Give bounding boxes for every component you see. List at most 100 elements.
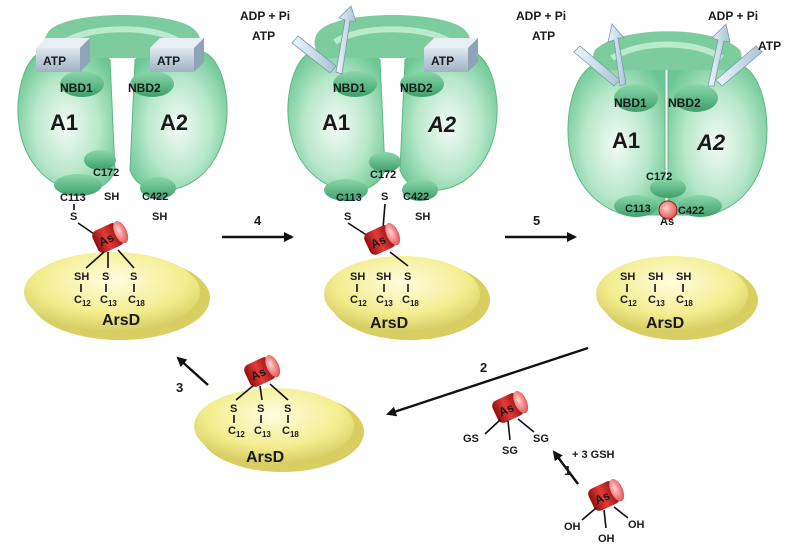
atp-box-right: ATP <box>150 38 204 72</box>
svg-text:C172: C172 <box>370 169 396 181</box>
svg-text:5: 5 <box>533 213 540 228</box>
step-5-arrow: 5 <box>505 213 577 242</box>
svg-text:As: As <box>592 488 612 507</box>
svg-text:ArsD: ArsD <box>370 315 408 332</box>
svg-text:1: 1 <box>564 463 571 478</box>
arsenic-atom: As <box>364 222 401 255</box>
svg-text:As: As <box>496 400 516 419</box>
svg-text:C13: C13 <box>254 425 271 439</box>
svg-text:SG: SG <box>502 445 518 457</box>
svg-text:As: As <box>368 232 388 251</box>
atp-hydrolysis-arrows-nbd1 <box>291 5 357 75</box>
svg-text:C18: C18 <box>282 425 299 439</box>
svg-text:ArsD: ArsD <box>646 315 684 332</box>
panel-2-atp-hydrolysis-nbd1: ArsD ADP + Pi ATP ATP NBD1 NBD2 A1 <box>240 5 498 340</box>
panel-1-arsa-bound: ArsD ATP ATP NBD1 NBD2 A1 <box>17 15 228 340</box>
atp-hydrolysis-arrows-nbd1 <box>573 23 627 87</box>
svg-text:ArsD: ArsD <box>246 449 284 466</box>
svg-text:S: S <box>404 271 411 283</box>
svg-text:SH: SH <box>74 271 89 283</box>
svg-text:C18: C18 <box>676 294 693 308</box>
svg-text:SH: SH <box>376 271 391 283</box>
arsenic-atom: As <box>244 354 281 387</box>
a2-label: A2 <box>160 110 188 135</box>
adp-pi-label: ADP + Pi <box>240 9 290 23</box>
svg-text:As: As <box>96 230 116 249</box>
svg-text:ADP + Pi: ADP + Pi <box>708 9 758 23</box>
step-4-arrow: 4 <box>222 213 294 242</box>
svg-text:OH: OH <box>598 533 615 545</box>
svg-text:A2: A2 <box>427 112 457 137</box>
svg-text:S: S <box>102 271 109 283</box>
svg-text:C113: C113 <box>625 203 651 215</box>
svg-text:SH: SH <box>676 271 691 283</box>
svg-text:SH: SH <box>648 271 663 283</box>
svg-text:C172: C172 <box>646 171 672 183</box>
a1-label: A1 <box>50 110 78 135</box>
svg-text:3: 3 <box>176 380 183 395</box>
svg-text:C422: C422 <box>403 191 429 203</box>
arsenic-glutathione-complex: As GS SG SG <box>463 390 549 457</box>
arsd-protein: ArsD <box>324 256 490 340</box>
svg-text:S: S <box>381 191 388 203</box>
atp-in-label: ATP <box>252 29 275 43</box>
svg-text:OH: OH <box>564 521 581 533</box>
svg-text:C18: C18 <box>128 294 145 308</box>
arsa-protein <box>567 31 768 217</box>
svg-text:As: As <box>660 216 674 228</box>
svg-text:ATP: ATP <box>43 54 66 68</box>
svg-text:ADP + Pi: ADP + Pi <box>516 9 566 23</box>
svg-text:2: 2 <box>480 360 487 375</box>
svg-text:C18: C18 <box>402 294 419 308</box>
svg-text:NBD1: NBD1 <box>614 96 647 110</box>
svg-text:C12: C12 <box>228 425 245 439</box>
svg-text:S: S <box>257 403 264 415</box>
svg-text:4: 4 <box>254 213 262 228</box>
svg-text:NBD1: NBD1 <box>333 81 366 95</box>
atp-box-left: ATP <box>36 38 90 72</box>
panel-4-arsd-arsenic: ArsD As S S S C12 C13 C18 <box>194 354 364 472</box>
nbd1-label: NBD1 <box>60 81 93 95</box>
svg-text:C12: C12 <box>74 294 91 308</box>
svg-text:A2: A2 <box>696 130 726 155</box>
gsh-addition-label: + 3 GSH <box>572 449 615 461</box>
svg-text:OH: OH <box>628 519 645 531</box>
svg-text:SH: SH <box>104 191 119 203</box>
svg-text:C422: C422 <box>142 191 168 203</box>
step-3-arrow: 3 <box>176 356 209 395</box>
svg-text:C12: C12 <box>350 294 367 308</box>
svg-text:GS: GS <box>463 433 479 445</box>
svg-text:SH: SH <box>620 271 635 283</box>
svg-text:S: S <box>130 271 137 283</box>
arsenite-hydroxide: As OH OH OH <box>564 478 645 545</box>
nbd2-label: NBD2 <box>128 81 161 95</box>
arsenic-atom: As <box>492 390 529 423</box>
svg-text:ATP: ATP <box>758 39 781 53</box>
svg-text:S: S <box>284 403 291 415</box>
arsd-protein: ArsD <box>596 256 758 340</box>
svg-text:SH: SH <box>350 271 365 283</box>
svg-text:ATP: ATP <box>431 54 454 68</box>
arsd-protein: ArsD <box>24 252 210 340</box>
svg-text:NBD2: NBD2 <box>668 96 701 110</box>
svg-text:ATP: ATP <box>157 54 180 68</box>
step-1-arrow: 1 + 3 GSH <box>552 449 615 485</box>
svg-text:C113: C113 <box>336 192 362 204</box>
arsenic-atom: As <box>588 478 625 511</box>
svg-text:S: S <box>344 211 351 223</box>
svg-text:C13: C13 <box>648 294 665 308</box>
svg-text:As: As <box>248 364 268 383</box>
svg-text:C13: C13 <box>100 294 117 308</box>
panel-3-closed-arsa: ArsD ADP + Pi ATP ADP + Pi ATP NBD1 NBD2 <box>516 9 781 340</box>
svg-text:S: S <box>230 403 237 415</box>
svg-text:C113: C113 <box>60 192 86 204</box>
svg-text:C12: C12 <box>620 294 637 308</box>
arsd-label: ArsD <box>102 312 140 329</box>
svg-text:A1: A1 <box>322 110 350 135</box>
svg-text:C172: C172 <box>93 167 119 179</box>
svg-text:C13: C13 <box>376 294 393 308</box>
step-2-arrow: 2 <box>386 346 589 417</box>
svg-text:SH: SH <box>415 211 430 223</box>
arsd-protein: ArsD <box>194 388 364 472</box>
